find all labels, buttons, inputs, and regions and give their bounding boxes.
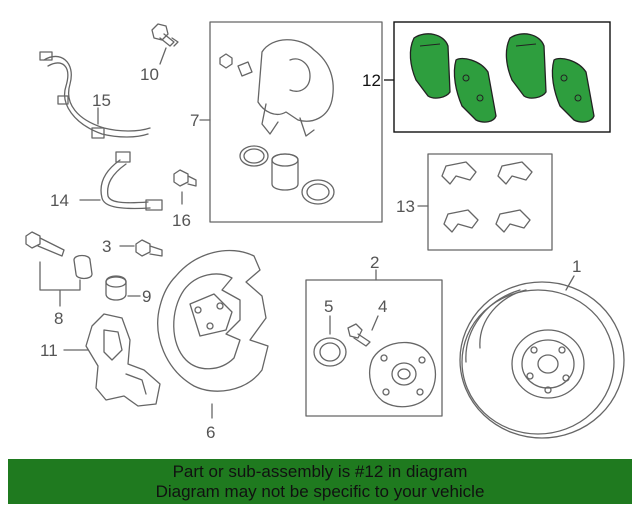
part-3-bolt [135,239,163,257]
info-banner: Part or sub-assembly is #12 in diagram D… [8,459,632,504]
callout-5: 5 [324,297,333,316]
part-1-rotor [459,281,625,439]
part-4-hub-bolt [347,323,371,347]
leader-4 [371,315,379,331]
callout-12: 12 [362,71,381,90]
callout-4: 4 [378,297,387,316]
part-16-bolt [173,169,197,187]
part-2-hub [369,341,437,408]
callout-13: 13 [396,197,415,216]
part-8-slide-pin [25,231,93,280]
part-14-brake-hose [100,151,163,211]
part-13-clips [441,161,533,233]
pad-details [419,43,582,102]
part-7-caliper [219,39,335,205]
callout-8: 8 [54,309,63,328]
callout-10: 10 [140,65,159,84]
part-15-sensor-wire [39,51,151,139]
leader-1 [565,275,575,291]
box-12 [393,21,611,133]
callout-3: 3 [102,237,111,256]
callout-11: 11 [40,341,58,360]
callout-14: 14 [50,191,69,210]
leader-8 [39,261,81,307]
parts-diagram: 10 15 7 14 16 3 9 8 11 6 2 5 4 1 13 12 [25,21,625,442]
box-13 [427,153,553,251]
callout-2: 2 [370,253,379,272]
part-12-brake-pads [409,33,595,123]
leader-10 [159,47,167,65]
part-6-dust-shield [157,249,269,392]
part-11-bracket [85,313,161,407]
part-5-bearing [313,337,347,367]
part-10-bolt [151,23,179,47]
callout-15: 15 [92,91,111,110]
box-7 [209,21,383,223]
callout-16: 16 [172,211,191,230]
callout-1: 1 [572,257,581,276]
callout-7: 7 [190,111,199,130]
callout-9: 9 [142,287,151,306]
banner-line-2: Diagram may not be specific to your vehi… [155,482,485,501]
banner-line-1: Part or sub-assembly is #12 in diagram [172,462,468,481]
part-9-bushing [105,275,127,301]
callout-6: 6 [206,423,215,442]
box-2 [305,279,443,417]
